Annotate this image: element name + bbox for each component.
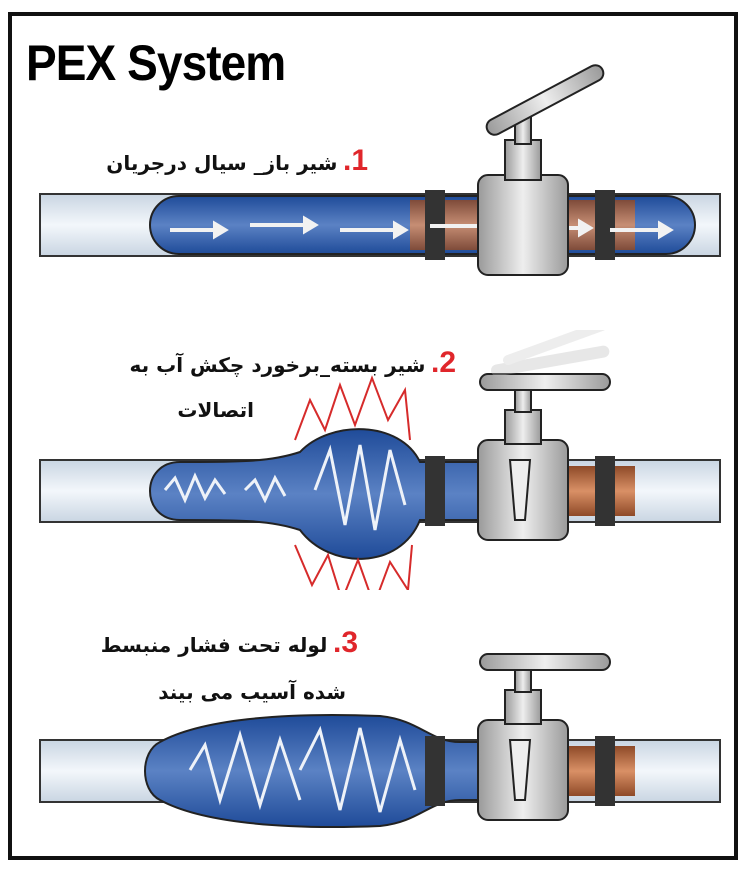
step-3-number: 3. (332, 626, 358, 659)
step-1-caption: 1. شیر باز_ سیال درجریان (106, 144, 368, 178)
panel-pipe-damaged (39, 653, 721, 828)
valve-handle-closed (479, 373, 611, 391)
step-2-text-line2: اتصالات (177, 398, 254, 422)
water-bulge (149, 428, 481, 560)
valve-stem (504, 409, 542, 445)
valve-handle-open (485, 64, 605, 136)
step-1-number: 1. (342, 144, 368, 177)
panel-open-valve (39, 64, 721, 276)
crimp-ring (595, 456, 615, 526)
step-3-text: لوله تحت فشار منبسط (100, 633, 328, 657)
diagram-title: PEX System (26, 35, 286, 91)
step-2-text: شیر بسته_برخورد چکش آب به (129, 353, 426, 377)
shock-waves (163, 444, 407, 531)
step-3-text-line2: شده آسیب می بیند (158, 680, 346, 704)
valve-stem (504, 689, 542, 725)
valve-stem-rod (514, 387, 532, 413)
crimp-ring (595, 736, 615, 806)
step-1-text: شیر باز_ سیال درجریان (106, 151, 338, 175)
water-expanded (144, 714, 481, 828)
valve-gate (508, 739, 532, 801)
valve-handle-closed (479, 653, 611, 671)
valve-stem-rod (514, 667, 532, 693)
crimp-ring (425, 736, 445, 806)
valve-gate (508, 459, 532, 521)
panel-closed-valve (39, 330, 721, 590)
step-2-caption-line2: اتصالات (177, 398, 254, 422)
crimp-ring (595, 190, 615, 260)
crimp-ring (425, 456, 445, 526)
valve-handle-motion-trail (490, 330, 610, 377)
step-2-caption: 2. شیر بسته_برخورد چکش آب به (130, 346, 456, 380)
valve-body (477, 174, 569, 276)
shock-waves (188, 725, 417, 813)
valve-stem (504, 139, 542, 181)
impact-burst (294, 375, 413, 590)
step-2-number: 2. (430, 346, 456, 379)
step-3-caption: 3. لوله تحت فشار منبسط (101, 626, 358, 660)
step-3-caption-line2: شده آسیب می بیند (158, 680, 346, 704)
